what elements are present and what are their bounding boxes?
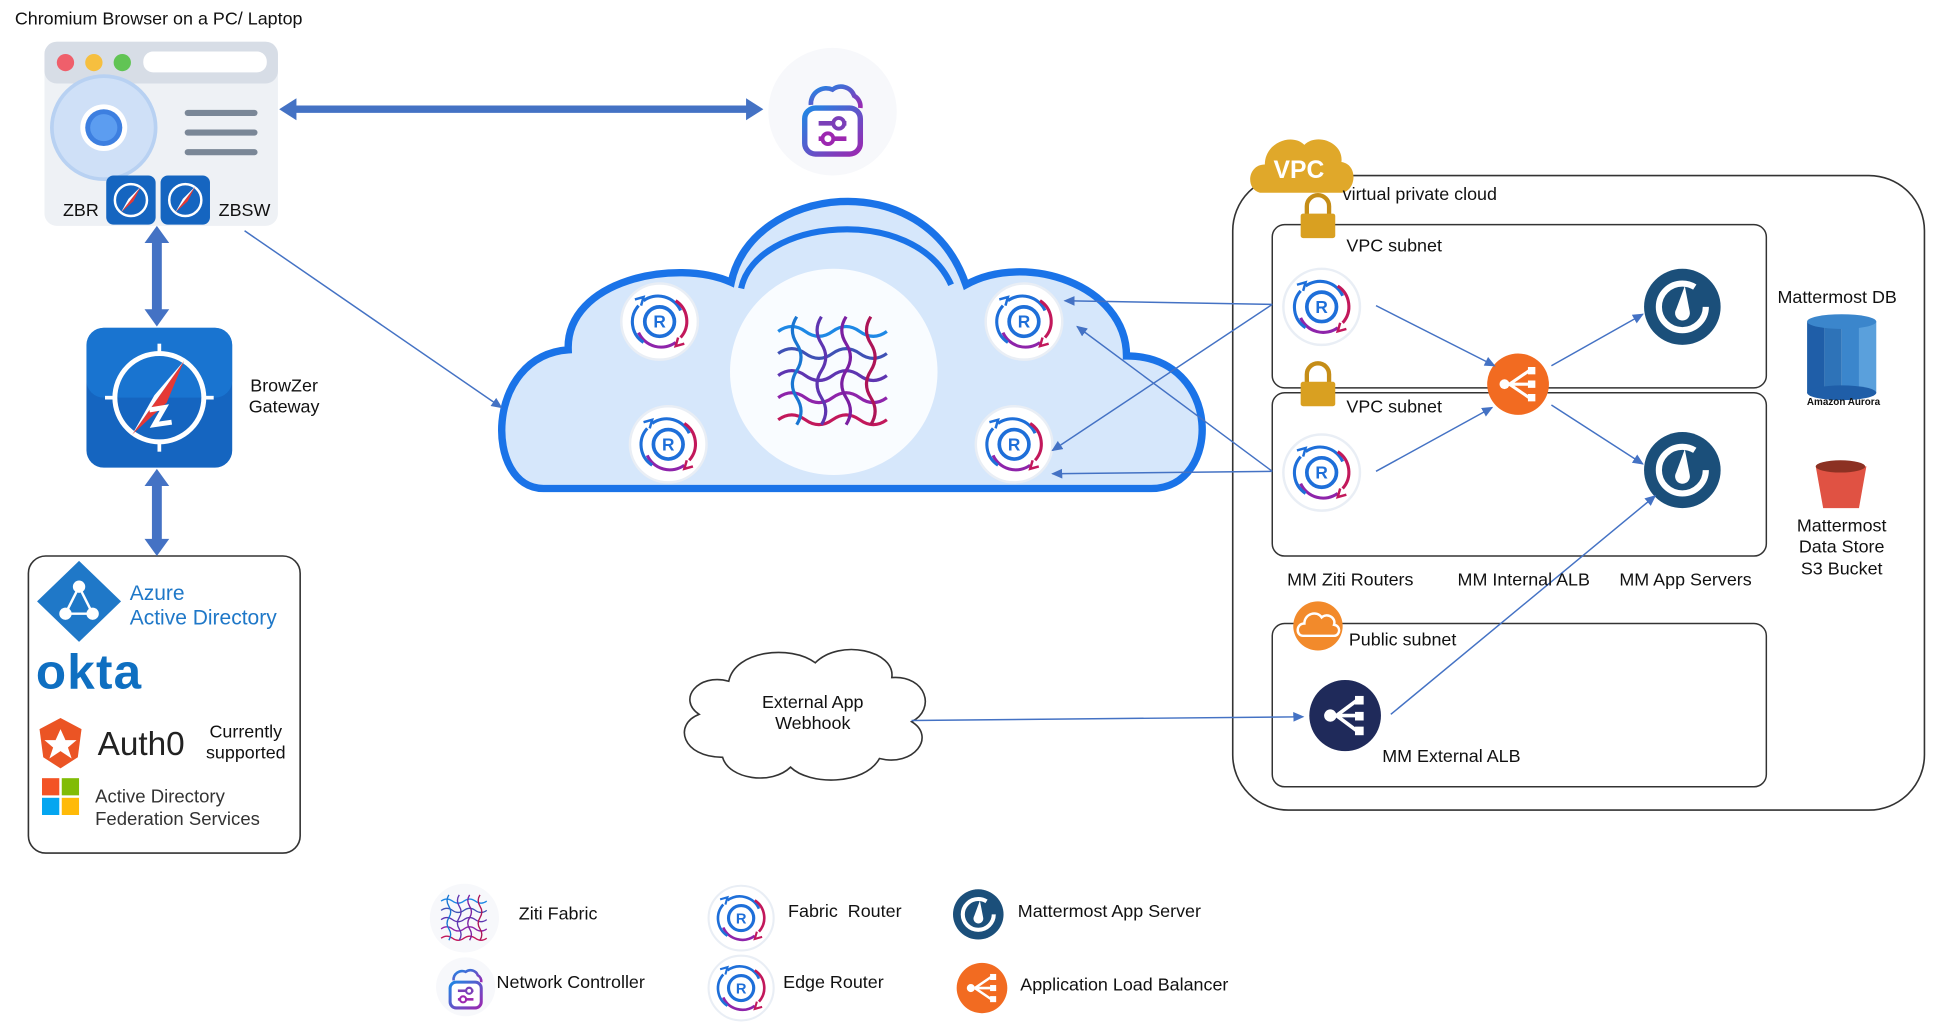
close-dot: [56, 54, 75, 72]
ziti-routers-label: MM Ziti Routers: [1287, 570, 1414, 591]
network-controller-icon: [768, 47, 897, 176]
note-line2: supported: [205, 744, 286, 764]
auth0-icon: [39, 718, 82, 769]
s3-label-line1: Mattermost: [1796, 516, 1887, 537]
adfs-label: Active Directory Federation Services: [95, 787, 260, 831]
mattermost-app-server-icon: [1644, 432, 1721, 508]
legend-ziti-fabric: Ziti Fabric: [518, 904, 598, 925]
legend-network-controller: Network Controller: [496, 973, 645, 993]
mm-ziti-router-icon: [1281, 266, 1362, 347]
identity-providers-box: [27, 555, 301, 854]
azure-label-line1: Azure: [129, 581, 185, 606]
legend-edge-router-icon: [706, 954, 776, 1022]
s3-label: Mattermost Data Store S3 Bucket: [1779, 517, 1905, 581]
legend-alb-icon: [955, 961, 1009, 1015]
legend-fabric-router-icon: [706, 884, 776, 953]
webhook-cloud: [683, 648, 927, 781]
legend-alb: Application Load Balancer: [1020, 975, 1229, 996]
webhook-label: External App Webhook: [739, 693, 887, 736]
internal-alb-icon: [1485, 351, 1551, 417]
address-bar: [143, 51, 267, 73]
s3-bucket-icon: [1815, 460, 1867, 509]
zbsw-label: ZBSW: [218, 201, 271, 221]
edge-router-icon: [983, 281, 1065, 362]
microsoft-icon: [41, 778, 80, 815]
note-line1: Currently: [209, 722, 283, 743]
mm-ziti-router-icon: [1281, 432, 1362, 513]
ziti-fabric-icon: [730, 268, 938, 476]
browser-gateway-link: [144, 225, 170, 327]
s3-label-line2: Data Store: [1798, 538, 1885, 558]
legend-mattermost-icon: [953, 889, 1004, 939]
public-cloud-icon: [1293, 601, 1343, 651]
azure-label: Azure Active Directory: [130, 582, 277, 632]
chrome-icon: [50, 74, 158, 182]
external-alb-label: MM External ALB: [1382, 747, 1521, 768]
currently-supported-note: Currently supported: [198, 723, 294, 766]
zbsw-icon: [159, 174, 212, 226]
amazon-aurora-icon: [1807, 314, 1877, 401]
mattermost-app-server-icon: [1644, 269, 1721, 345]
maximize-dot: [113, 54, 131, 72]
external-alb-icon: [1309, 679, 1381, 752]
webhook-label-line2: Webhook: [775, 714, 851, 735]
legend-network-controller-icon: [436, 957, 496, 1017]
minimize-dot: [85, 54, 103, 72]
subnet2-label: VPC subnet: [1346, 397, 1442, 418]
app-servers-label: MM App Servers: [1619, 570, 1752, 591]
gateway-label-line2: Gateway: [248, 398, 320, 418]
browser-title: Chromium Browser on a PC/ Laptop: [14, 9, 303, 30]
zbr-label: ZBR: [62, 201, 99, 221]
legend-edge-router: Edge Router: [783, 973, 884, 993]
legend-ziti-fabric-icon: [429, 883, 500, 953]
legend-app-server: Mattermost App Server: [1017, 902, 1201, 922]
auth0-logo: Auth0: [97, 725, 185, 763]
vpc-title: virtual private cloud: [1342, 185, 1497, 205]
azure-label-line2: Active Directory: [129, 606, 277, 631]
adfs-label-line2: Federation Services: [95, 808, 260, 830]
gateway-idp-link: [144, 468, 170, 557]
gateway-label-line1: BrowZer: [250, 376, 318, 397]
webhook-label-line1: External App: [761, 693, 864, 714]
browser-window: [44, 41, 278, 226]
fabric-router-icon: [628, 404, 709, 485]
browzer-gateway-icon: [86, 327, 233, 468]
s3-label-line3: S3 Bucket: [1800, 559, 1883, 580]
data-flow-arrows: [244, 230, 1657, 722]
menu-lines-icon: [184, 109, 258, 156]
legend-fabric-router: Fabric Router: [788, 902, 902, 922]
edge-router-icon: [973, 404, 1055, 485]
okta-logo: okta: [35, 645, 143, 700]
browzer-gateway-label: BrowZer Gateway: [235, 377, 334, 420]
public-subnet-label: Public subnet: [1348, 630, 1457, 651]
mattermost-db-label: Mattermost DB: [1777, 288, 1897, 309]
internal-alb-label: MM Internal ALB: [1457, 570, 1590, 591]
zbr-icon: [104, 174, 157, 226]
browser-controller-link: [279, 98, 764, 121]
vpc-badge-label: VPC: [1273, 157, 1325, 185]
vpc-badge: [1250, 139, 1354, 193]
aurora-label: Amazon Aurora: [1806, 396, 1881, 408]
subnet1-label: VPC subnet: [1346, 236, 1442, 257]
adfs-label-line1: Active Directory: [95, 786, 225, 808]
public-subnet: [1271, 622, 1768, 788]
fabric-router-icon: [619, 281, 700, 362]
